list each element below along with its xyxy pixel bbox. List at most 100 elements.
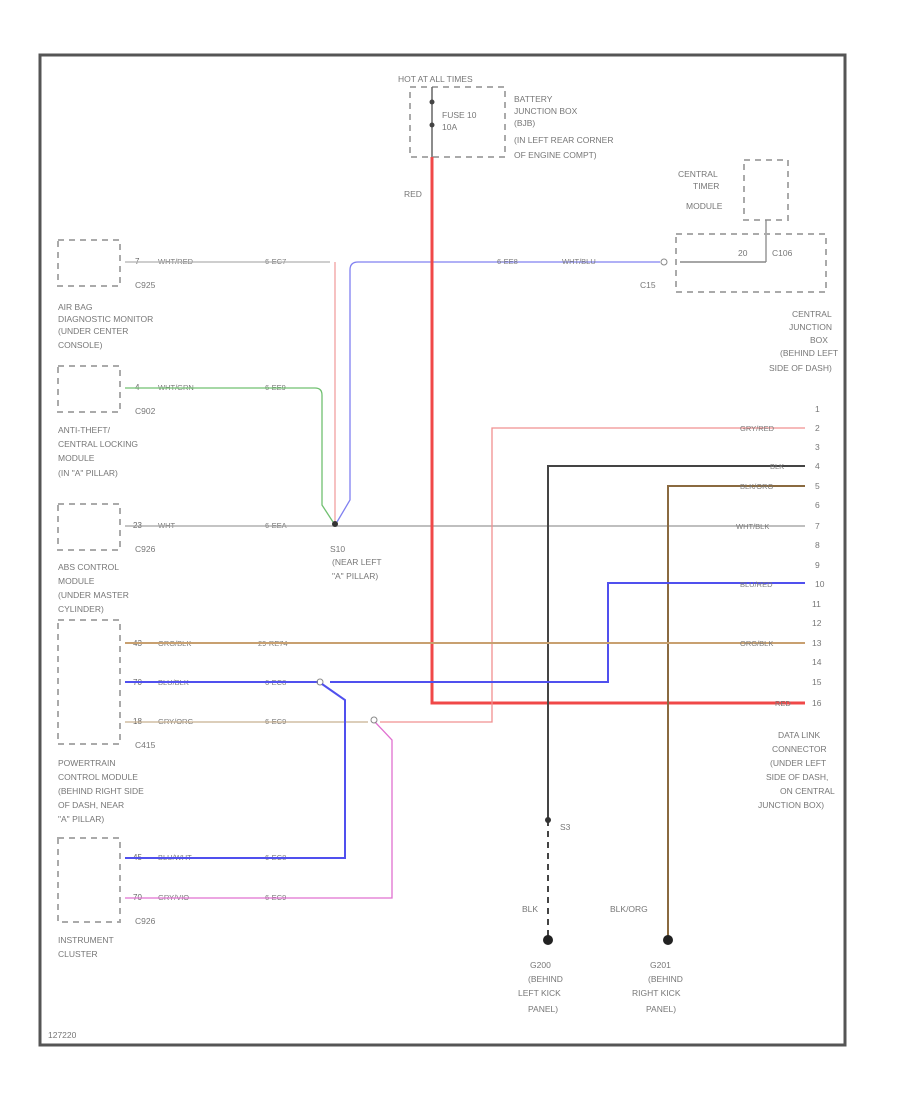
- diagram-frame: [38, 53, 847, 1047]
- dlc-pin: 6: [815, 500, 820, 510]
- dlc-wire-blk-org: BLK/ORG: [740, 482, 774, 491]
- svg-text:CENTRAL LOCKING: CENTRAL LOCKING: [58, 439, 138, 449]
- central-junction-box: [675, 233, 827, 293]
- dlc-pin: 16: [812, 698, 822, 708]
- wire-blkorg-g201: [667, 485, 805, 940]
- cjb-circuit: 6-EE8: [497, 257, 518, 266]
- cluster-conn: C926: [135, 916, 156, 926]
- wire-power-red: [430, 157, 805, 705]
- page-reference: 127220: [48, 1030, 77, 1040]
- dlc-pin: 10: [815, 579, 825, 589]
- svg-text:DATA LINK: DATA LINK: [778, 730, 821, 740]
- svg-text:JUNCTION BOX: JUNCTION BOX: [514, 106, 578, 116]
- svg-text:LEFT KICK: LEFT KICK: [518, 988, 561, 998]
- dlc-pin: 15: [812, 677, 822, 687]
- svg-text:(UNDER LEFT: (UNDER LEFT: [770, 758, 826, 768]
- wire-antitheft: [125, 387, 334, 523]
- airbag-monitor-box: [57, 239, 121, 287]
- svg-text:JUNCTION: JUNCTION: [789, 322, 832, 332]
- dlc-pin: 12: [812, 618, 822, 628]
- svg-text:TIMER: TIMER: [693, 181, 719, 191]
- dlc-pin: 1: [815, 404, 820, 414]
- wire-blu-red: [330, 582, 805, 683]
- dlc-pin: 3: [815, 442, 820, 452]
- ground-g201: [663, 935, 673, 945]
- dlc-pin-column: 1 2 3 4 5 6 7 8 9 10 11 12 13 14 15 16: [812, 404, 825, 708]
- antitheft-module-box: [57, 365, 121, 413]
- central-timer-module: [743, 159, 789, 221]
- dlc-wire-blu-red: BLU/RED: [740, 580, 773, 589]
- ground-g201-wire: BLK/ORG: [610, 904, 648, 914]
- dlc-pin: 2: [815, 423, 820, 433]
- svg-text:G200: G200: [530, 960, 551, 970]
- red-wire-label: RED: [404, 189, 422, 199]
- wire-pcm-cluster-pink: [125, 721, 393, 899]
- fuse-amp-label: 10A: [442, 122, 457, 132]
- cjb-connector-label: C106: [772, 248, 793, 258]
- svg-text:(BEHIND LEFT: (BEHIND LEFT: [780, 348, 838, 358]
- splice-s10: [332, 521, 338, 527]
- svg-text:ABS CONTROL: ABS CONTROL: [58, 562, 119, 572]
- svg-text:(BJB): (BJB): [514, 118, 535, 128]
- svg-text:CONSOLE): CONSOLE): [58, 340, 103, 350]
- svg-text:PANEL): PANEL): [528, 1004, 558, 1014]
- svg-text:AIR BAG: AIR BAG: [58, 302, 92, 312]
- svg-text:MODULE: MODULE: [58, 576, 95, 586]
- ground-g200-label: G200 (BEHIND LEFT KICK PANEL): [518, 960, 563, 1014]
- dlc-pin: 8: [815, 540, 820, 550]
- fuse-label: FUSE 10: [442, 110, 477, 120]
- dlc-pin: 14: [812, 657, 822, 667]
- svg-text:BOX: BOX: [810, 335, 828, 345]
- fuse-terminal-top: [429, 99, 435, 105]
- dlc-pin: 13: [812, 638, 822, 648]
- svg-text:(BEHIND: (BEHIND: [648, 974, 683, 984]
- svg-text:(IN LEFT REAR CORNER: (IN LEFT REAR CORNER: [514, 135, 614, 145]
- splice-s3: [545, 817, 551, 823]
- airbag-monitor-label: AIR BAG DIAGNOSTIC MONITOR (UNDER CENTER…: [58, 302, 153, 350]
- cjb-wire-color: WHT/BLU: [562, 257, 596, 266]
- splice-s10-loc1: (NEAR LEFT: [332, 557, 382, 567]
- dlc-wire-red: RED: [775, 699, 791, 708]
- dlc-pin: 11: [812, 599, 821, 609]
- splice-s10-loc2: "A" PILLAR): [332, 571, 378, 581]
- svg-text:ANTI-THEFT/: ANTI-THEFT/: [58, 425, 111, 435]
- svg-text:G201: G201: [650, 960, 671, 970]
- instrument-cluster-label: INSTRUMENT CLUSTER: [58, 935, 114, 959]
- dlc-pin: 9: [815, 560, 820, 570]
- abs-module-label: ABS CONTROL MODULE (UNDER MASTER CYLINDE…: [58, 562, 129, 614]
- antitheft-module-label: ANTI-THEFT/ CENTRAL LOCKING MODULE (IN "…: [58, 425, 138, 478]
- cjb-pin-label: 20: [738, 248, 748, 258]
- svg-text:SIDE OF DASH): SIDE OF DASH): [769, 363, 832, 373]
- svg-text:CLUSTER: CLUSTER: [58, 949, 98, 959]
- svg-text:BATTERY: BATTERY: [514, 94, 553, 104]
- pcm-label: POWERTRAIN CONTROL MODULE (BEHIND RIGHT …: [58, 758, 144, 824]
- wire-s10-cjb: [336, 261, 660, 523]
- svg-text:MODULE: MODULE: [686, 201, 723, 211]
- dlc-wire-gry-red: GRY/RED: [740, 424, 775, 433]
- wire-pcm-cluster-blue: [125, 683, 346, 859]
- svg-text:INSTRUMENT: INSTRUMENT: [58, 935, 114, 945]
- svg-text:CYLINDER): CYLINDER): [58, 604, 104, 614]
- abs-conn: C926: [135, 544, 156, 554]
- svg-text:CENTRAL: CENTRAL: [678, 169, 718, 179]
- dlc-label: DATA LINK CONNECTOR (UNDER LEFT SIDE OF …: [758, 730, 835, 810]
- svg-text:MODULE: MODULE: [58, 453, 95, 463]
- pcm-box: [57, 619, 121, 745]
- splice-s3-label: S3: [560, 822, 571, 832]
- svg-text:"A" PILLAR): "A" PILLAR): [58, 814, 104, 824]
- svg-text:OF DASH, NEAR: OF DASH, NEAR: [58, 800, 124, 810]
- instrument-cluster-box: [57, 837, 121, 923]
- cjb-splice-label: C15: [640, 280, 656, 290]
- svg-text:(UNDER MASTER: (UNDER MASTER: [58, 590, 129, 600]
- airbag-conn: C925: [135, 280, 156, 290]
- dlc-wire-blk: BLK: [770, 462, 784, 471]
- svg-text:CENTRAL: CENTRAL: [792, 309, 832, 319]
- svg-text:(BEHIND: (BEHIND: [528, 974, 563, 984]
- dlc-wire-org-blk: ORG/BLK: [740, 639, 773, 648]
- central-junction-box-label: CENTRAL JUNCTION BOX (BEHIND LEFT SIDE O…: [769, 309, 838, 373]
- battery-junction-box: [409, 86, 506, 158]
- ground-g200: [543, 935, 553, 945]
- svg-text:(IN "A" PILLAR): (IN "A" PILLAR): [58, 468, 118, 478]
- dlc-pin: 4: [815, 461, 820, 471]
